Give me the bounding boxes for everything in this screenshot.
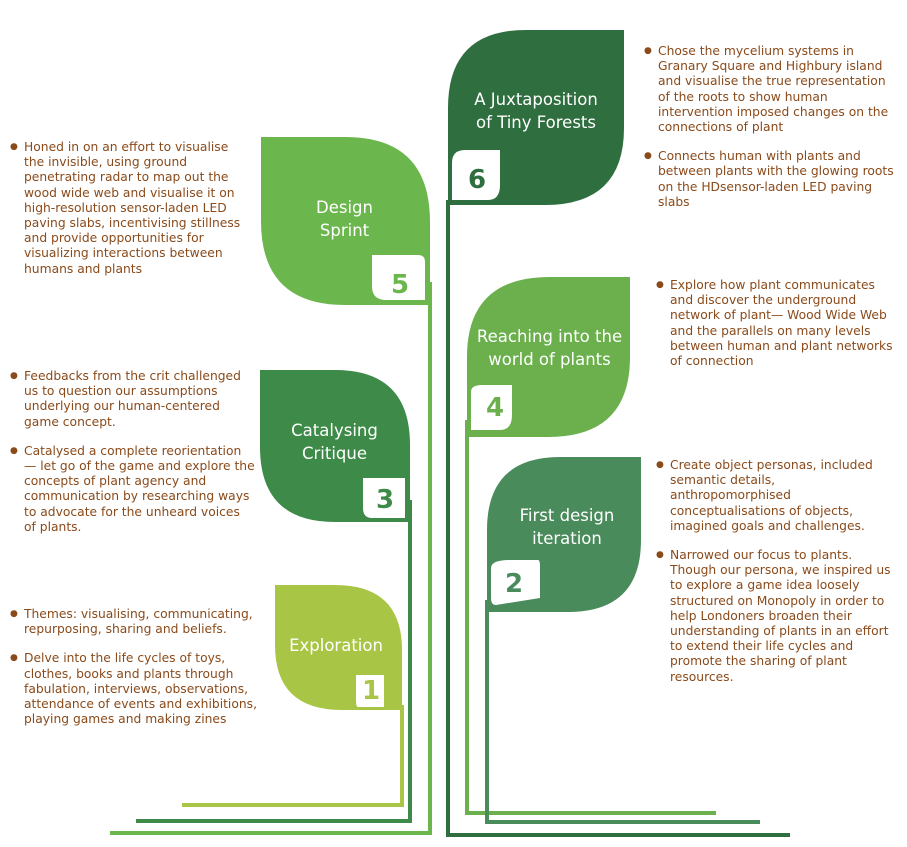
stage-1-number: 1 (361, 676, 381, 706)
stage-4-number: 4 (485, 393, 505, 423)
stem-juxtaposition (446, 200, 790, 837)
tab-2 (491, 560, 540, 605)
tab-3 (363, 478, 405, 518)
stage-3-notes: Feedbacks from the crit challenged us to… (10, 369, 255, 549)
stage-5-title: Design Sprint (316, 198, 373, 240)
stage-4-title: Reaching into the world of plants (476, 327, 623, 369)
stage-5-notes: Honed in on an effort to visualise the i… (10, 140, 242, 291)
note-item: Connects human with plants and between p… (644, 149, 894, 210)
stage-4-notes: Explore how plant communicates and disco… (656, 278, 896, 383)
stage-2-notes: Create object personas, included semanti… (656, 458, 896, 699)
note-item: Catalysed a complete reorientation — let… (10, 444, 255, 535)
stem-exploration (182, 705, 404, 807)
stage-1-title: Exploration (289, 636, 383, 655)
stage-2-number: 2 (504, 569, 524, 599)
stem-catalysing (136, 500, 412, 823)
note-item: Explore how plant communicates and disco… (656, 278, 896, 369)
stage-6-number: 6 (467, 165, 487, 195)
stem-first-design (485, 600, 760, 824)
stage-3-title: Catalysing Critique (291, 421, 378, 463)
tab-4 (471, 385, 512, 430)
stem-reaching (465, 420, 716, 815)
stage-5-number: 5 (390, 270, 410, 300)
note-item: Chose the mycelium systems in Granary Sq… (644, 44, 894, 135)
tab-6 (452, 150, 500, 200)
note-item: Create object personas, included semanti… (656, 458, 896, 534)
note-item: Feedbacks from the crit challenged us to… (10, 369, 255, 430)
stage-1-notes: Themes: visualising, communicating, repu… (10, 607, 258, 741)
note-item: Honed in on an effort to visualise the i… (10, 140, 242, 277)
note-item: Themes: visualising, communicating, repu… (10, 607, 258, 637)
note-item: Delve into the life cycles of toys, clot… (10, 651, 258, 727)
tab-1 (356, 675, 384, 707)
note-item: Narrowed our focus to plants. Though our… (656, 548, 896, 685)
stage-6-notes: Chose the mycelium systems in Granary Sq… (644, 44, 894, 224)
stem-design-sprint (110, 282, 432, 835)
stage-3-number: 3 (375, 485, 395, 515)
stage-2-title: First design iteration (519, 506, 615, 548)
tab-5 (372, 255, 425, 300)
stage-6-title: A Juxtaposition of Tiny Forests (474, 90, 598, 132)
